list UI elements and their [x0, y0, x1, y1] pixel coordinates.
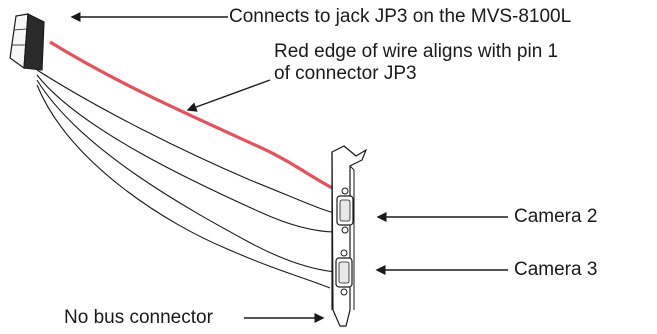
- red-edge-label-line2: of connector JP3: [274, 63, 417, 84]
- jack-label: Connects to jack JP3 on the MVS-8100L: [229, 6, 572, 27]
- red-edge-arrow: [186, 79, 271, 112]
- db-port-upper-icon: [336, 187, 354, 234]
- red-edge-label: Red edge of wire aligns with pin 1 of co…: [274, 41, 558, 85]
- camera2-label: Camera 2: [514, 206, 598, 227]
- db-port-lower-icon: [335, 249, 353, 296]
- cable-wire-3: [36, 79, 337, 273]
- bracket-icon: [331, 145, 368, 327]
- cable-wire-2: [36, 74, 337, 233]
- connector-icon: [9, 13, 45, 71]
- red-edge-wire: [49, 40, 341, 194]
- red-edge-label-line1: Red edge of wire aligns with pin 1: [274, 41, 559, 62]
- camera3-label: Camera 3: [514, 259, 598, 280]
- ribbon-cable: [36, 69, 343, 289]
- cable-wire-1: [36, 69, 343, 216]
- no-bus-label: No bus connector: [64, 307, 213, 328]
- cable-wire-4: [36, 84, 331, 289]
